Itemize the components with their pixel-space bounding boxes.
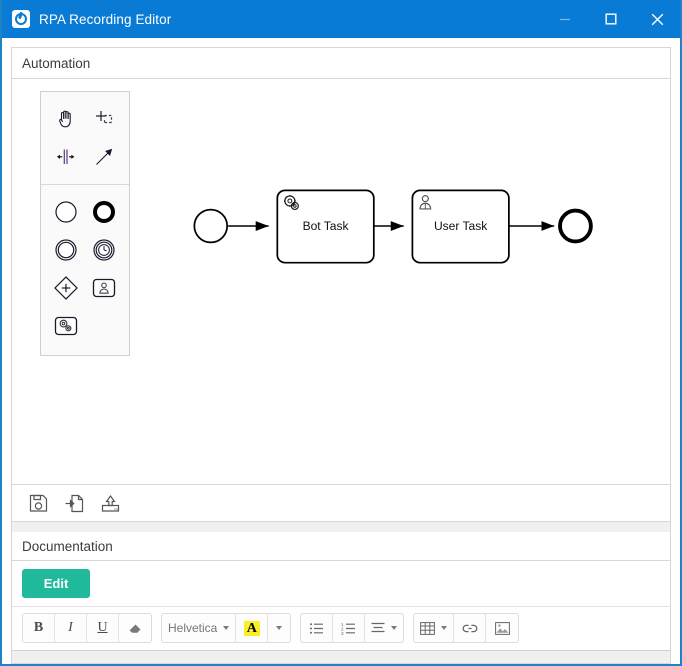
highlight-color-dropdown[interactable] <box>268 614 291 642</box>
rich-text-toolbar: B I U Helvetica A <box>12 606 670 650</box>
minimize-icon[interactable] <box>542 0 588 38</box>
bullet-list-icon[interactable] <box>301 614 334 642</box>
list-group: 1 2 3 <box>300 613 405 643</box>
space-tool-icon[interactable] <box>47 138 85 176</box>
bpmn-palette <box>40 91 130 356</box>
documentation-edit-bar: Edit <box>12 561 670 606</box>
link-icon[interactable] <box>454 614 487 642</box>
automation-header: Automation <box>12 48 670 79</box>
numbered-list-icon[interactable]: 1 2 3 <box>333 614 366 642</box>
window-title: RPA Recording Editor <box>39 11 172 27</box>
save-diagram-icon[interactable] <box>26 491 50 515</box>
maximize-icon[interactable] <box>588 0 634 38</box>
node-start-event <box>193 208 229 244</box>
italic-button[interactable]: I <box>55 614 87 642</box>
svg-text:1: 1 <box>341 622 344 627</box>
bot-task-icon[interactable] <box>47 307 85 345</box>
chevron-down-icon <box>391 626 398 630</box>
bot-task-gear-icon <box>283 195 299 211</box>
automation-panel: Automation <box>11 47 671 522</box>
window-body: Automation <box>2 38 680 664</box>
end-event-icon[interactable] <box>85 193 123 231</box>
node-user-task: User Task <box>411 189 510 264</box>
svg-text:3: 3 <box>341 631 344 635</box>
diagram-toolbar <box>12 485 670 522</box>
font-family-select[interactable]: Helvetica <box>162 614 237 642</box>
connect-tool-icon[interactable] <box>85 138 123 176</box>
italic-label: I <box>68 620 73 635</box>
diagram-canvas[interactable]: Bot Task User Task <box>12 79 670 485</box>
panel-divider <box>11 522 671 532</box>
node-bot-task: Bot Task <box>276 189 375 264</box>
documentation-panel: Documentation Edit B I U <box>11 532 671 664</box>
user-task-person-icon <box>419 195 432 210</box>
window-titlebar: RPA Recording Editor <box>2 0 680 38</box>
lasso-tool-icon[interactable] <box>85 100 123 138</box>
window-controls <box>542 0 680 38</box>
edit-button[interactable]: Edit <box>22 569 90 598</box>
font-family-label: Helvetica <box>168 621 218 635</box>
start-event-icon[interactable] <box>47 193 85 231</box>
import-diagram-icon[interactable] <box>62 491 86 515</box>
close-icon[interactable] <box>634 0 680 38</box>
gateway-icon[interactable] <box>47 269 85 307</box>
align-icon[interactable] <box>365 614 404 642</box>
text-style-group: B I U <box>22 613 152 643</box>
intermediate-event-icon[interactable] <box>47 231 85 269</box>
palette-shapes-group <box>41 184 129 347</box>
chevron-down-icon <box>276 626 283 630</box>
image-icon[interactable] <box>486 614 519 642</box>
documentation-header: Documentation <box>12 532 670 561</box>
node-end-event <box>558 208 593 244</box>
export-diagram-icon[interactable] <box>98 491 122 515</box>
user-task-icon[interactable] <box>85 269 123 307</box>
table-icon[interactable] <box>414 614 455 642</box>
svg-text:2: 2 <box>341 626 344 631</box>
bold-button[interactable]: B <box>23 614 55 642</box>
hand-tool-icon[interactable] <box>47 100 85 138</box>
bot-task-label: Bot Task <box>303 219 350 233</box>
bold-label: B <box>33 620 44 635</box>
insert-group <box>413 613 520 643</box>
eraser-icon[interactable] <box>119 614 151 642</box>
documentation-content[interactable] <box>12 650 670 663</box>
palette-tools-group <box>41 98 129 178</box>
user-task-label: User Task <box>434 219 488 233</box>
underline-button[interactable]: U <box>87 614 119 642</box>
timer-event-icon[interactable] <box>85 231 123 269</box>
chevron-down-icon <box>441 626 448 630</box>
highlight-color-button[interactable]: A <box>236 614 269 642</box>
font-group: Helvetica A <box>161 613 292 643</box>
underline-label: U <box>97 620 108 635</box>
highlight-letter: A <box>243 620 260 636</box>
chevron-down-icon <box>223 626 230 630</box>
rpa-record-icon <box>12 10 30 28</box>
